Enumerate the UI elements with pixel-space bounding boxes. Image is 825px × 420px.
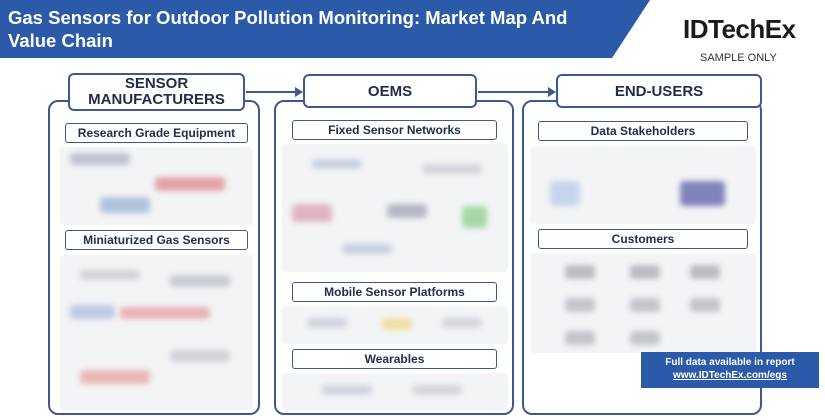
section-mobile-sensor-platforms: Mobile Sensor Platforms <box>292 282 497 302</box>
blurred-logo-area <box>60 255 253 410</box>
header-end-users: END-USERS <box>556 74 762 108</box>
sample-label: SAMPLE ONLY <box>700 52 777 64</box>
header-sensor-manufacturers: SENSOR MANUFACTURERS <box>68 73 245 111</box>
full-data-label: Full data available in report <box>665 357 795 368</box>
section-wearables: Wearables <box>292 349 497 369</box>
section-research-grade-equipment: Research Grade Equipment <box>65 123 248 143</box>
full-data-banner: Full data available in report www.IDTech… <box>641 352 819 388</box>
report-link[interactable]: www.IDTechEx.com/egs <box>673 370 787 381</box>
blurred-logo-area <box>282 306 508 344</box>
section-customers: Customers <box>538 229 748 249</box>
section-data-stakeholders: Data Stakeholders <box>538 121 748 141</box>
blurred-logo-area <box>530 146 756 224</box>
arrow-right-icon <box>246 87 303 97</box>
blurred-logo-area <box>282 144 508 272</box>
page-title: Gas Sensors for Outdoor Pollution Monito… <box>8 7 568 51</box>
idtechex-logo: IDTechEx <box>683 14 796 44</box>
title-banner <box>0 0 650 58</box>
blurred-logo-area <box>282 373 508 410</box>
section-fixed-sensor-networks: Fixed Sensor Networks <box>292 120 497 140</box>
blurred-logo-area <box>60 147 253 225</box>
blurred-logo-area <box>530 253 756 353</box>
arrow-right-icon <box>478 87 556 97</box>
header-oems: OEMS <box>303 74 477 108</box>
section-miniaturized-gas-sensors: Miniaturized Gas Sensors <box>65 230 248 250</box>
